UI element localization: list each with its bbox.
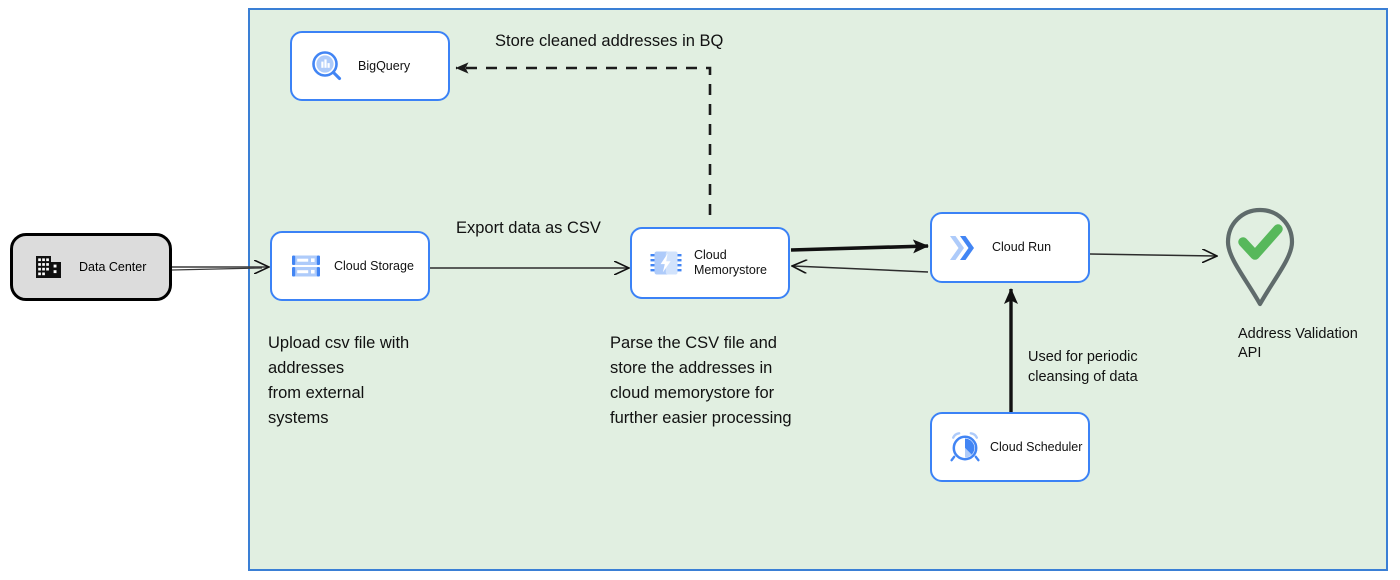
cloud-memorystore-icon xyxy=(646,247,686,279)
node-cloud-run[interactable]: Cloud Run xyxy=(930,212,1090,283)
node-cloud-memorystore-label: Cloud Memorystore xyxy=(694,248,767,277)
annotation-export-data-as-csv: Export data as CSV xyxy=(456,219,601,237)
node-datacenter[interactable]: Data Center xyxy=(10,233,172,301)
annotation-periodic-cleansing: Used for periodic cleansing of data xyxy=(1028,349,1138,385)
cloud-boundary-container xyxy=(248,8,1388,571)
annotation-upload-csv: Upload csv file with addresses from exte… xyxy=(268,334,410,428)
node-cloud-storage-label: Cloud Storage xyxy=(334,258,414,273)
cloud-storage-icon xyxy=(286,252,326,280)
node-cloud-memorystore[interactable]: Cloud Memorystore xyxy=(630,227,790,299)
bigquery-icon xyxy=(304,49,350,83)
node-cloud-scheduler-label: Cloud Scheduler xyxy=(990,439,1083,454)
node-datacenter-label: Data Center xyxy=(79,259,147,274)
node-cloud-run-label: Cloud Run xyxy=(992,240,1052,255)
node-cloud-scheduler[interactable]: Cloud Scheduler xyxy=(930,412,1090,482)
annotation-parse-csv: Parse the CSV file and store the address… xyxy=(610,334,792,428)
map-pin-check-icon xyxy=(1225,207,1295,307)
node-cloud-storage[interactable]: Cloud Storage xyxy=(270,231,430,301)
cloud-scheduler-icon xyxy=(944,430,986,464)
node-bigquery[interactable]: BigQuery xyxy=(290,31,450,101)
cloud-run-icon xyxy=(944,232,986,264)
node-bigquery-label: BigQuery xyxy=(358,58,411,73)
node-address-validation-api-label: Address Validation API xyxy=(1238,326,1358,362)
datacenter-building-icon xyxy=(29,252,69,282)
annotation-store-cleaned-addresses: Store cleaned addresses in BQ xyxy=(495,32,724,50)
node-address-validation-api[interactable] xyxy=(1218,205,1302,310)
